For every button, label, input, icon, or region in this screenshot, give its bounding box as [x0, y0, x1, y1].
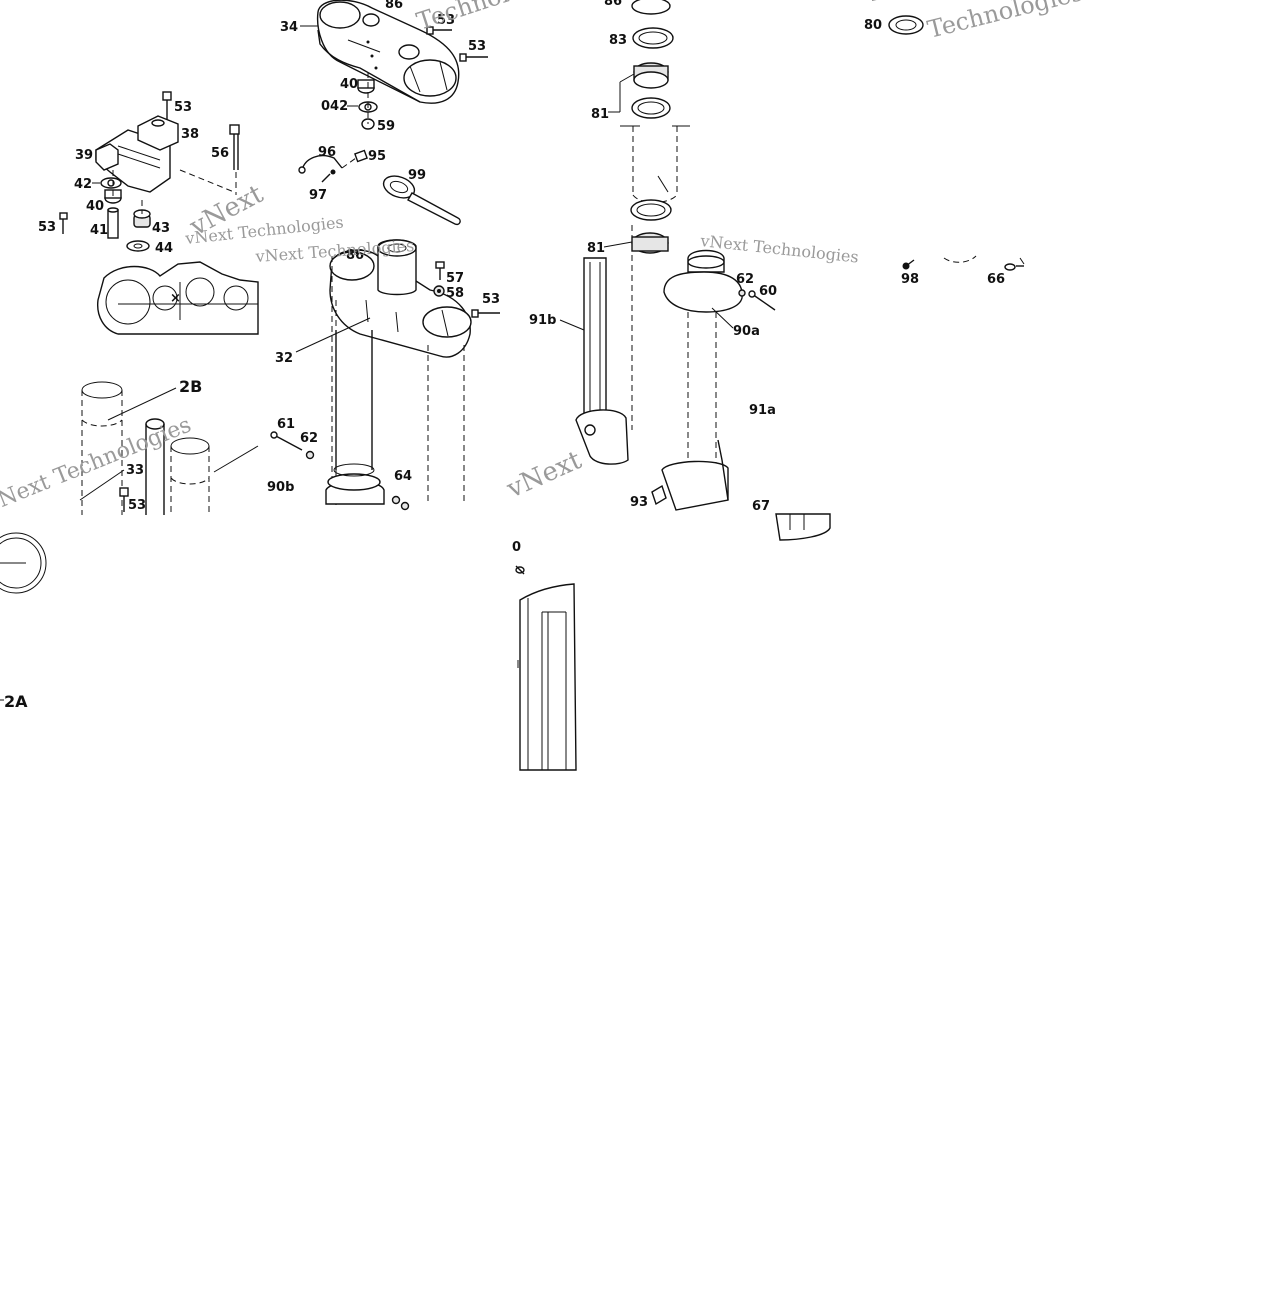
callout-81-b: 81	[587, 241, 605, 256]
bolt-56	[179, 124, 240, 195]
washer-42-stack	[100, 170, 122, 239]
callout-38: 38	[181, 127, 199, 142]
callout-33: 33	[126, 463, 144, 478]
callout-81-a: 81	[591, 107, 609, 122]
callout-42: 42	[74, 177, 92, 192]
axle-bore-view	[0, 532, 47, 594]
watermark: vNext Technologies	[0, 413, 195, 518]
washer-58	[433, 285, 445, 297]
callout-56: 56	[211, 146, 229, 161]
callout-57: 57	[446, 271, 464, 286]
callout-40-a: 40	[340, 77, 358, 92]
callout-53-d: 53	[38, 220, 56, 235]
bolt-53-fork	[119, 487, 129, 512]
x-mark: ×	[170, 291, 181, 306]
bolt-62-60	[738, 289, 776, 311]
fork-slider-lower	[517, 583, 577, 771]
callout-32: 32	[275, 351, 293, 366]
callout-83: 83	[609, 33, 627, 48]
callout-61: 61	[277, 417, 295, 432]
bolt-53-right	[459, 53, 488, 62]
bracket-67	[775, 513, 831, 541]
callout-042: 042	[321, 99, 348, 114]
watermark: Technologies	[925, 0, 1086, 44]
nut-40-stack	[357, 72, 378, 130]
clamp-top-view: ×	[97, 261, 259, 335]
callout-44: 44	[155, 241, 173, 256]
bolt-53-top	[426, 26, 452, 35]
callout-2b: 2B	[179, 377, 202, 396]
callout-34: 34	[280, 20, 298, 35]
lower-triple-clamp-32	[329, 239, 472, 358]
callout-62-a: 62	[736, 272, 754, 287]
bearing-stack	[631, 0, 674, 119]
callout-64: 64	[394, 469, 412, 484]
callout-43: 43	[152, 221, 170, 236]
callout-53-c: 53	[174, 100, 192, 115]
callout-53-f: 53	[128, 498, 146, 513]
washer-62	[305, 450, 315, 460]
steering-stem	[620, 125, 690, 254]
fork-tube-2b	[81, 381, 210, 515]
callout-80: 80	[864, 18, 882, 33]
callout-58: 58	[446, 286, 464, 301]
bolt-57	[435, 261, 445, 280]
clip-93	[651, 484, 667, 506]
callout-93: 93	[630, 495, 648, 510]
callout-95: 95	[368, 149, 386, 164]
bolt-61	[270, 431, 303, 451]
nut-64	[391, 495, 410, 511]
bolt-53-small	[59, 212, 68, 234]
callout-86-hidden: 86	[604, 0, 622, 9]
callout-90b: 90b	[267, 480, 294, 495]
callout-2a: 2A	[4, 692, 28, 711]
washer-44	[126, 240, 150, 252]
plug-43	[133, 200, 151, 228]
callout-0: 0	[512, 540, 521, 555]
handlebar-clamp	[95, 115, 179, 193]
fork-leg-91b	[575, 225, 633, 465]
watermark: vNext	[502, 445, 587, 505]
callout-96: 96	[318, 145, 336, 160]
callout-91a: 91a	[749, 403, 776, 418]
watermark: Technologies	[413, 0, 573, 36]
upper-triple-clamp-34	[316, 0, 460, 104]
fork-tubes-center	[325, 256, 465, 505]
callout-91b: 91b	[529, 313, 556, 328]
callout-86: 86	[346, 248, 364, 263]
bolt-53-clamp-lower	[471, 309, 500, 318]
fork-leg-91a	[661, 249, 743, 511]
bolt-53-clamp	[162, 91, 172, 120]
callout-62-b: 62	[300, 431, 318, 446]
callout-41: 41	[90, 223, 108, 238]
callout-39: 39	[75, 148, 93, 163]
callout-66: 66	[987, 272, 1005, 287]
callout-98: 98	[901, 272, 919, 287]
callout-60: 60	[759, 284, 777, 299]
washer-80	[872, 0, 924, 35]
callout-97: 97	[309, 188, 327, 203]
callout-59: 59	[377, 119, 395, 134]
spanner-99	[382, 175, 461, 226]
callout-53-b: 53	[468, 39, 486, 54]
callout-90a: 90a	[733, 324, 760, 339]
screw-66	[1004, 257, 1025, 271]
callout-67: 67	[752, 499, 770, 514]
callout-53-a: 53	[437, 13, 455, 28]
callout-99: 99	[408, 168, 426, 183]
watermarks: Technologies Technologies vNext Technolo…	[0, 0, 1086, 518]
callout-40-b: 40	[86, 199, 104, 214]
retaining-clip-96	[298, 149, 368, 183]
screw-small	[515, 565, 525, 575]
bolt-98	[902, 259, 915, 270]
callout-86-top: 86	[385, 0, 403, 12]
callout-53-e: 53	[482, 292, 500, 307]
